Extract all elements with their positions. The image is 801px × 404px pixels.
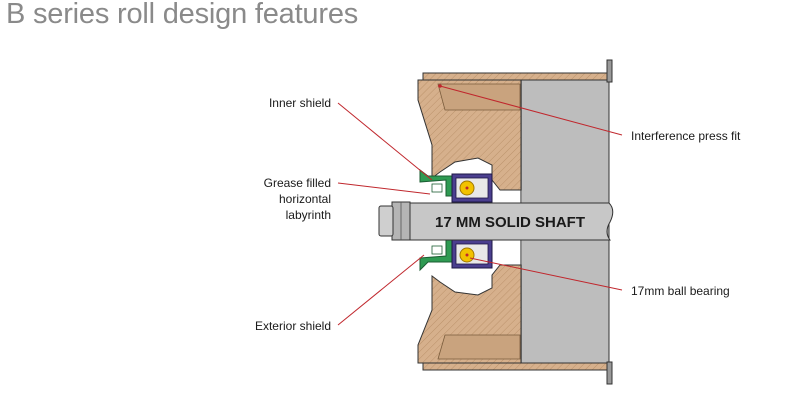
- seal-lower-inner: [431, 245, 443, 255]
- leader-ball-bearing: [469, 257, 623, 291]
- tube-wall-bottom: [422, 362, 610, 371]
- label-inner-shield: Inner shield: [269, 96, 331, 110]
- seal-lower: [419, 239, 455, 272]
- label-ball-bearing: 17mm ball bearing: [631, 284, 730, 298]
- label-grease-line3: labyrinth: [286, 208, 331, 222]
- ball-upper-mark: [465, 186, 469, 190]
- ball-lower-mark: [465, 253, 469, 257]
- tube-end-flange-top: [606, 59, 613, 83]
- tube-end-flange-bottom: [606, 361, 613, 385]
- page-title: B series roll design features: [6, 0, 359, 30]
- label-grease-line2: horizontal: [279, 192, 331, 206]
- shaft-body: [407, 202, 614, 241]
- leader-inner-shield: [337, 102, 433, 181]
- label-exterior-shield: Exterior shield: [255, 319, 331, 333]
- label-interference-fit: Interference press fit: [631, 129, 741, 143]
- label-grease-line1: Grease filled: [264, 176, 331, 190]
- tube-wall-top: [422, 72, 610, 81]
- leader-interference-fit: [439, 85, 623, 136]
- shaft-label: 17 MM SOLID SHAFT: [435, 214, 585, 231]
- leader-grease-labyrinth: [337, 182, 431, 195]
- leader-dot-interference: [438, 84, 442, 88]
- leader-exterior-shield: [337, 254, 425, 326]
- seal-upper-inner: [431, 183, 443, 193]
- housing-liner-bottom: [437, 334, 521, 360]
- leader-lines: [337, 85, 623, 326]
- shaft-end: [378, 205, 394, 237]
